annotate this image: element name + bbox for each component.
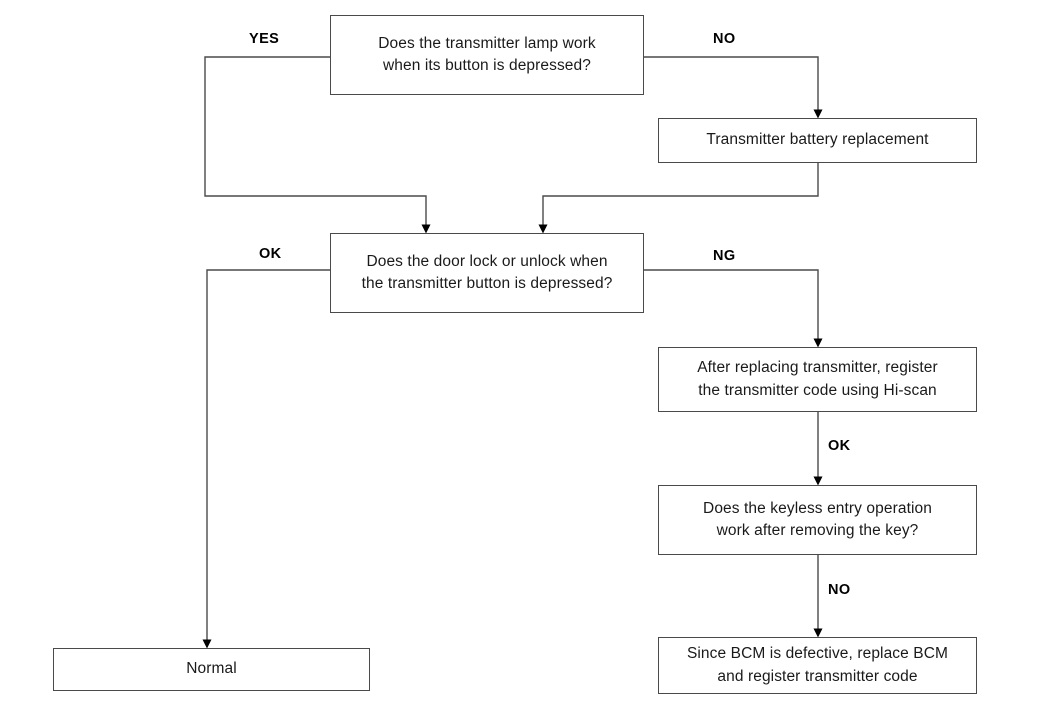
edge-label-ng-doorlock: NG — [713, 248, 736, 264]
node-transmitter-battery-replacement[interactable]: Transmitter battery replacement — [658, 118, 977, 163]
node-label: Does the transmitter lamp work when its … — [378, 34, 596, 74]
edge-label-no-keyless: NO — [828, 582, 851, 598]
node-label: Does the keyless entry operation work af… — [703, 499, 932, 539]
edge-label-yes: YES — [249, 31, 280, 47]
node-label: Does the door lock or unlock when the tr… — [361, 252, 613, 292]
node-label: Normal — [186, 660, 237, 678]
node-label: Since BCM is defective, replace BCM and … — [686, 645, 949, 685]
node-replace-bcm[interactable]: Since BCM is defective, replace BCM and … — [658, 637, 977, 694]
edge-label-ok-doorlock: OK — [259, 246, 282, 262]
node-register-transmitter-code[interactable]: After replacing transmitter, register th… — [658, 347, 977, 412]
edge-label-no-lamp: NO — [713, 31, 736, 47]
connector-lamp-no-to-battery — [644, 56, 823, 119]
node-label: Transmitter battery replacement — [706, 131, 929, 149]
node-question-door-lock-unlock[interactable]: Does the door lock or unlock when the tr… — [330, 233, 644, 313]
node-label: After replacing transmitter, register th… — [697, 359, 938, 399]
connector-doorlock-ok-to-normal — [202, 269, 330, 649]
connector-lamp-yes-to-doorlock — [204, 56, 431, 234]
node-question-transmitter-lamp[interactable]: Does the transmitter lamp work when its … — [330, 15, 644, 95]
edge-label-ok-register: OK — [828, 438, 851, 454]
node-normal[interactable]: Normal — [53, 648, 370, 691]
connector-doorlock-ng-to-register — [644, 269, 823, 348]
node-question-keyless-entry-operation[interactable]: Does the keyless entry operation work af… — [658, 485, 977, 555]
connector-battery-to-doorlock — [538, 163, 819, 234]
